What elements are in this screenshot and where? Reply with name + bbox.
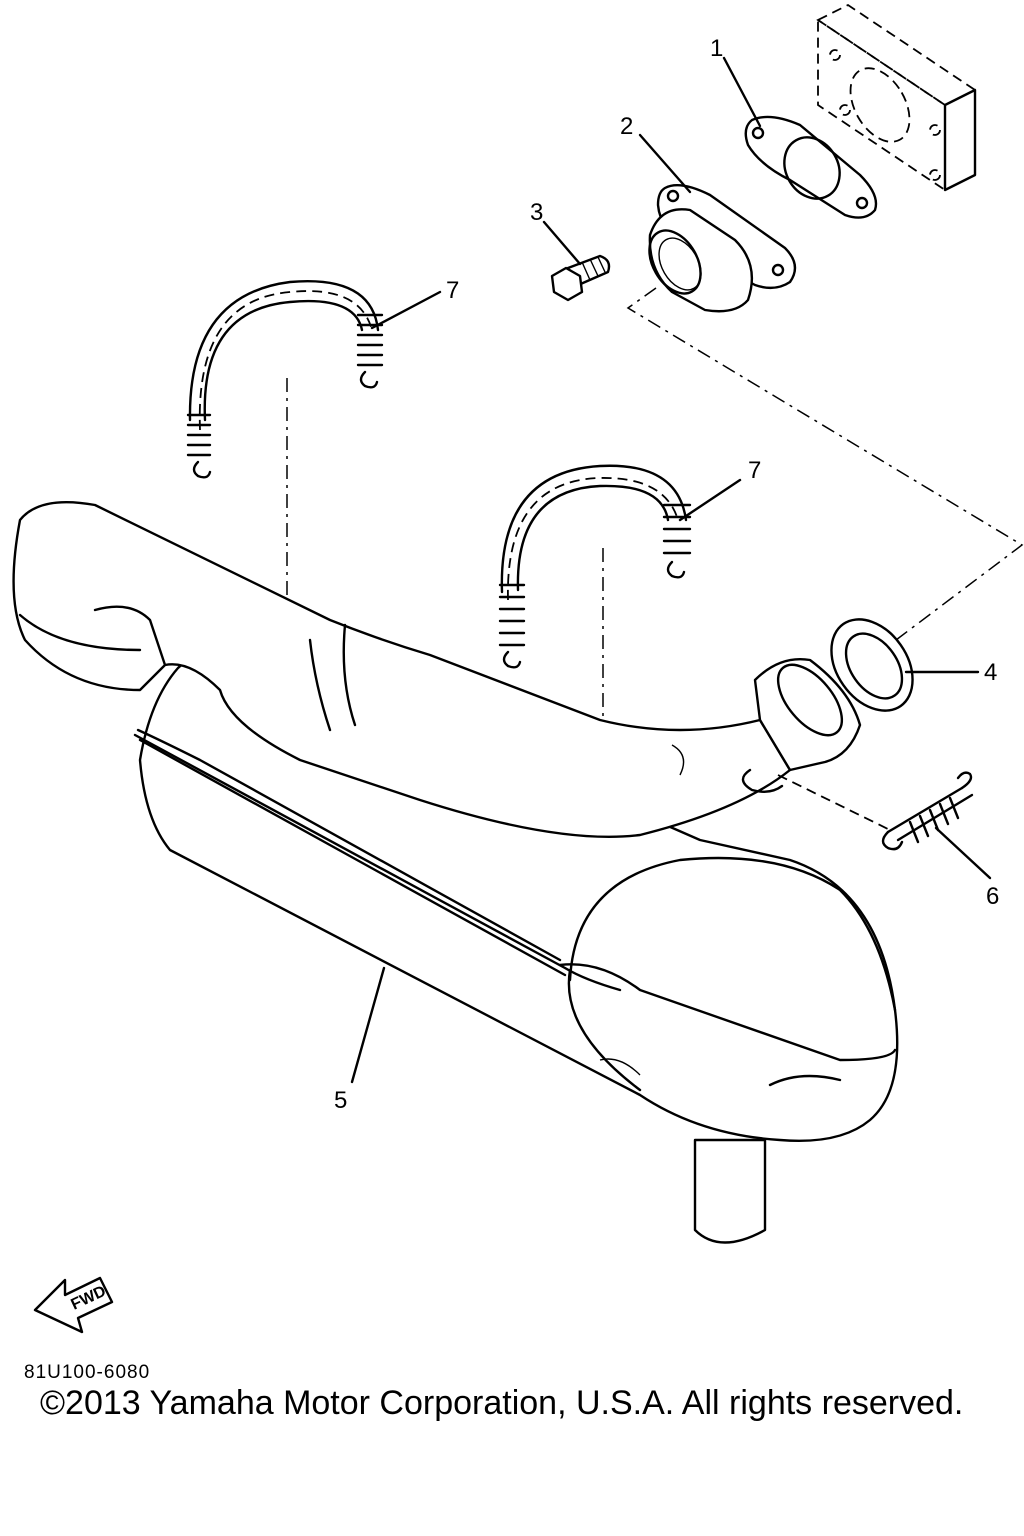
callout-1: 1 — [710, 35, 723, 62]
diagram-part-code: 81U100-6080 — [24, 1362, 151, 1383]
gasket-part — [744, 115, 878, 219]
callout-6: 6 — [986, 883, 999, 910]
callout-3: 3 — [530, 199, 543, 226]
muffler-spring-part — [777, 771, 974, 851]
callout-7-lower: 7 — [748, 457, 761, 484]
forward-arrow-icon: FWD — [33, 1276, 114, 1334]
engine-mount-block — [816, 3, 977, 192]
exhaust-joint-part — [648, 184, 797, 313]
callout-4: 4 — [984, 659, 997, 686]
callout-leaders — [350, 56, 992, 1084]
callout-7-upper: 7 — [446, 277, 459, 304]
copyright-notice: ©2013 Yamaha Motor Corporation, U.S.A. A… — [40, 1384, 964, 1422]
lower-spring-hanger — [498, 464, 692, 740]
bolt-part — [550, 254, 611, 302]
upper-spring-hanger — [186, 280, 384, 680]
exhaust-gasket-ring — [830, 618, 914, 712]
callout-5: 5 — [334, 1087, 347, 1114]
muffler-body-part — [12, 500, 899, 1244]
callout-2: 2 — [620, 113, 633, 140]
assembly-line-joint — [626, 287, 1024, 641]
